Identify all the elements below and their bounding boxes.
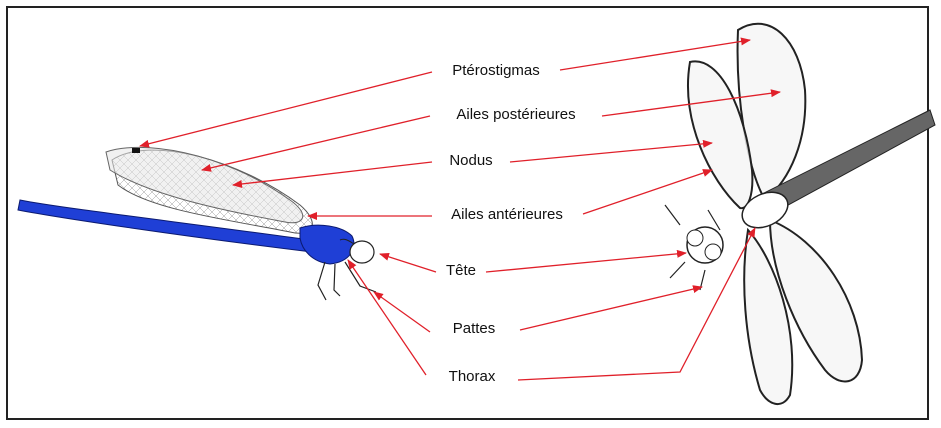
arrow-pterostigmas-left bbox=[140, 72, 432, 146]
arrow-thorax-left bbox=[348, 260, 426, 375]
arrow-nodus-left bbox=[233, 162, 432, 185]
damselfly-thorax bbox=[300, 225, 354, 264]
label-pterostigmas: Ptérostigmas bbox=[452, 62, 540, 80]
arrow-pattes-right bbox=[520, 287, 702, 330]
label-pattes: Pattes bbox=[453, 320, 496, 338]
arrow-tete-right bbox=[486, 253, 686, 272]
damselfly-legs bbox=[318, 262, 376, 300]
label-nodus: Nodus bbox=[449, 152, 492, 170]
label-tete: Tête bbox=[446, 262, 476, 280]
label-ailes-anterieures: Ailes antérieures bbox=[451, 206, 563, 224]
arrow-nodus-right bbox=[510, 143, 712, 162]
damselfly-pterostigma bbox=[132, 148, 140, 153]
arrow-ailes-anterieures-right bbox=[583, 170, 712, 214]
arrow-pattes-left bbox=[374, 292, 430, 332]
arrow-pterostigmas-right bbox=[560, 40, 750, 70]
dragonfly-top-illustration bbox=[665, 24, 935, 404]
arrow-ailes-posterieures-left bbox=[202, 116, 430, 170]
damselfly-side-illustration bbox=[18, 147, 376, 300]
label-ailes-posterieures: Ailes postérieures bbox=[456, 106, 575, 124]
arrow-tete-left bbox=[380, 254, 436, 272]
label-thorax: Thorax bbox=[449, 368, 496, 386]
